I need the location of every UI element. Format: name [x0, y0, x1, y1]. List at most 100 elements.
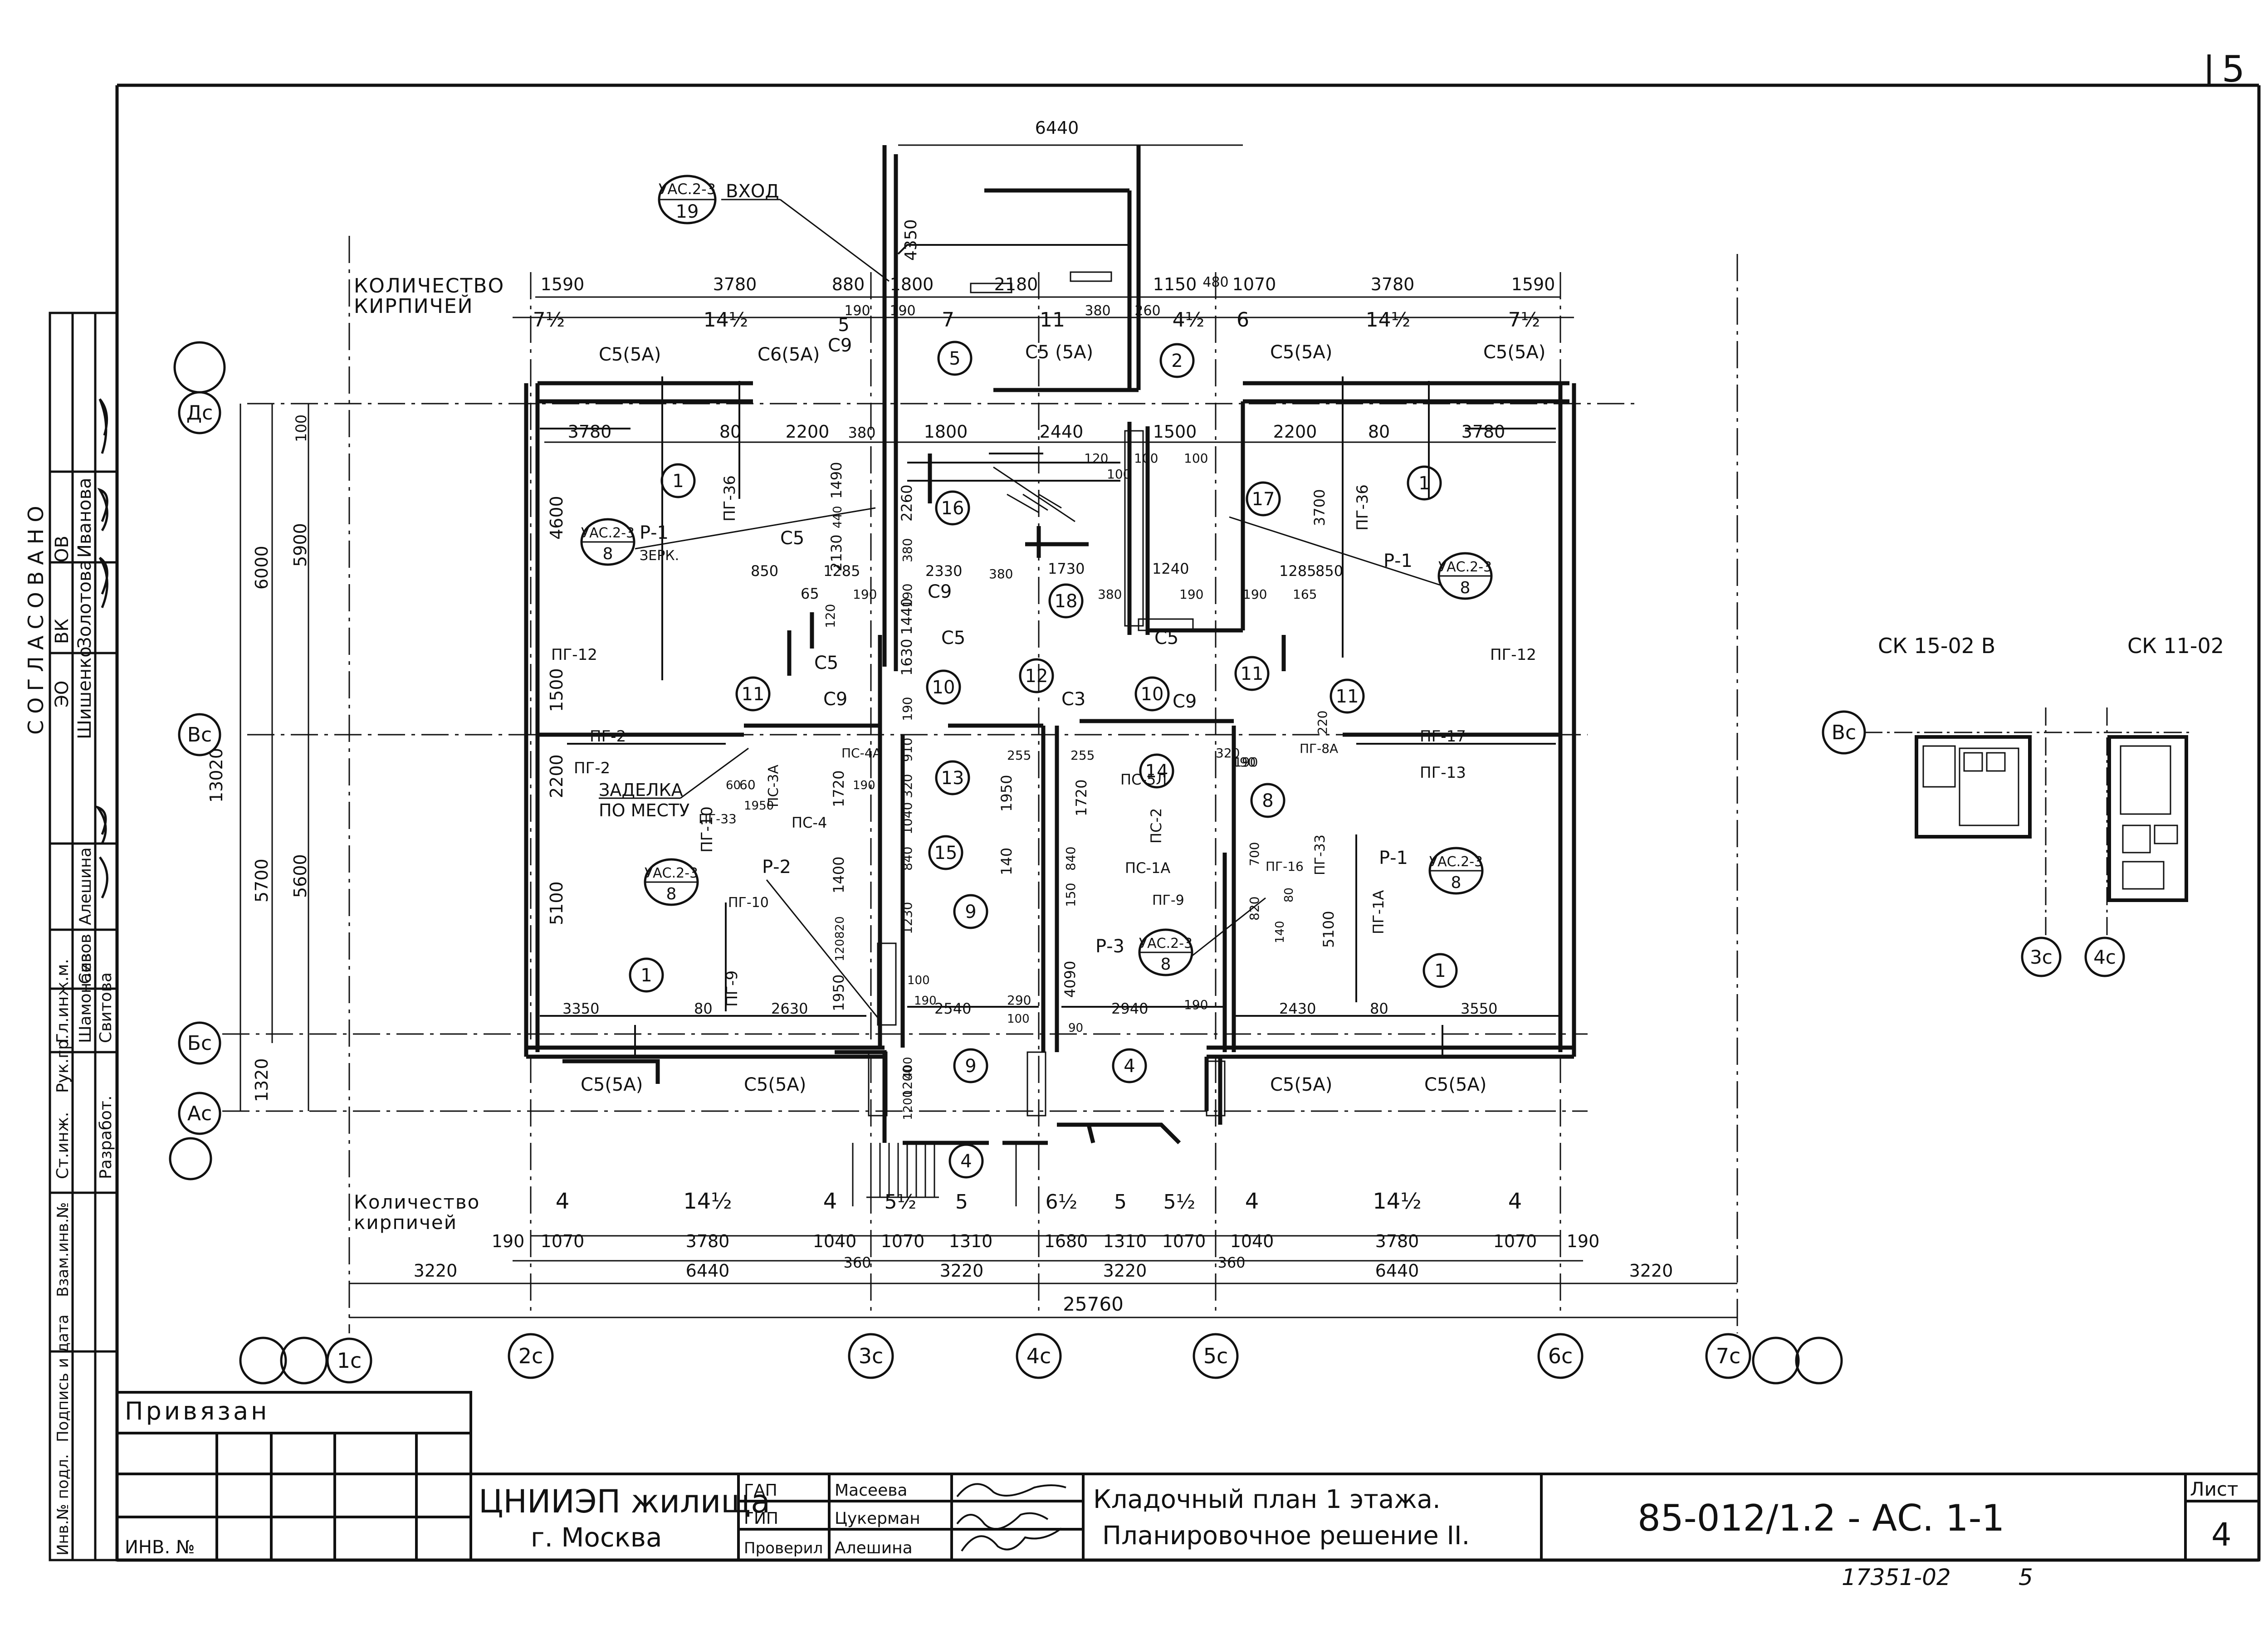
svg-text:С5(5А): С5(5А) [1483, 342, 1545, 363]
svg-text:2200: 2200 [1273, 422, 1317, 442]
svg-text:1590: 1590 [541, 274, 585, 294]
svg-text:260: 260 [1134, 303, 1160, 319]
svg-text:90: 90 [1068, 1021, 1083, 1035]
org-name: ЦНИИЭП жилища [479, 1483, 770, 1520]
approval-name-2: Золотова [74, 560, 95, 649]
svg-text:5: 5 [1114, 1190, 1127, 1214]
svg-text:ПГ-13: ПГ-13 [1420, 764, 1466, 782]
svg-text:190: 190 [492, 1231, 525, 1251]
svg-text:11: 11 [742, 684, 765, 705]
axis-row-A: Ас [187, 1102, 212, 1125]
svg-text:1070: 1070 [1232, 274, 1276, 294]
dim-stair-height: 4350 [902, 219, 920, 261]
svg-text:1680: 1680 [1044, 1231, 1088, 1251]
staff-name-3: Сизов [76, 934, 95, 984]
svg-text:ЗЕРК.: ЗЕРК. [640, 548, 679, 564]
svg-text:УАС.2-3: УАС.2-3 [659, 180, 716, 198]
svg-text:3780: 3780 [1375, 1231, 1419, 1251]
svg-text:2200: 2200 [547, 754, 567, 798]
svg-text:5900: 5900 [290, 523, 310, 567]
svg-text:5: 5 [955, 1190, 968, 1214]
svg-text:13020: 13020 [206, 748, 226, 803]
svg-text:190: 190 [844, 303, 870, 319]
top-dimension-text: 6440 4350 КОЛИЧЕСТВО КИРПИЧЕЙ 1590 3780 … [354, 118, 1555, 336]
svg-text:1200: 1200 [901, 1090, 915, 1120]
axis-col-1: 1с [337, 1348, 362, 1373]
svg-text:1500: 1500 [1153, 422, 1197, 442]
svg-text:10: 10 [932, 677, 955, 698]
name-gip: Цукерман [835, 1509, 920, 1528]
axis-col-2: 2с [518, 1344, 543, 1368]
svg-text:3220: 3220 [414, 1261, 458, 1281]
stamp-col-inv: Инв.№ подл. [54, 1454, 72, 1556]
svg-text:1490: 1490 [828, 462, 845, 499]
svg-text:12: 12 [1025, 666, 1048, 687]
svg-text:8: 8 [1262, 790, 1273, 811]
side-stamp [49, 312, 118, 1561]
svg-text:19: 19 [676, 201, 699, 222]
svg-text:1950: 1950 [830, 975, 847, 1011]
staff-role-3: Ст.инж. [54, 1112, 72, 1179]
svg-text:2130: 2130 [828, 535, 845, 571]
circle-marks: 1 1 1 1 2 4 4 5 9 9 10 10 11 11 11 11 12… [629, 341, 1458, 1179]
svg-text:С9: С9 [1173, 691, 1197, 712]
svg-text:ПС-4: ПС-4 [792, 814, 827, 831]
stair-treads [852, 466, 1075, 1206]
svg-text:1285: 1285 [823, 562, 860, 580]
svg-text:290: 290 [1007, 993, 1031, 1008]
insulation-blocks [868, 271, 1226, 1117]
svg-text:11: 11 [1040, 308, 1065, 332]
svg-text:190: 190 [900, 584, 915, 608]
svg-text:360: 360 [843, 1254, 871, 1271]
svg-text:440: 440 [831, 506, 845, 528]
svg-text:1: 1 [1418, 473, 1430, 494]
svg-text:С3: С3 [1061, 689, 1085, 710]
svg-text:С5(5А): С5(5А) [581, 1074, 643, 1095]
svg-text:100: 100 [1184, 451, 1208, 466]
svg-text:5100: 5100 [547, 881, 567, 925]
svg-text:6440: 6440 [1375, 1261, 1419, 1281]
svg-text:14½: 14½ [1373, 1189, 1422, 1214]
svg-text:4: 4 [1508, 1189, 1522, 1214]
partition-labels: ПГ-36 ПГ-12 ПГ-2 ПГ-2 ПГ-10 ПГ-33 ПГ-10 … [551, 475, 1536, 1007]
svg-text:400: 400 [901, 1057, 915, 1079]
svg-text:6440: 6440 [686, 1261, 730, 1281]
inner-dimension-values: 1490 440 2130 2260 850 1285 65 190 120 3… [562, 451, 1497, 1120]
svg-text:Р-2: Р-2 [762, 857, 791, 878]
bottom-dimensions: Количество кирпичей 4 14½ 4 5½ 5 6½ 5 5½… [354, 1189, 1673, 1315]
svg-text:4½: 4½ [1173, 308, 1205, 332]
svg-text:ПГ-16: ПГ-16 [1266, 859, 1304, 874]
svg-text:1320: 1320 [252, 1058, 272, 1102]
svg-text:190: 190 [900, 697, 915, 721]
svg-text:ПГ-36: ПГ-36 [1354, 484, 1372, 531]
svg-text:СК 15-02 В: СК 15-02 В [1878, 634, 1995, 658]
svg-text:165: 165 [1293, 587, 1317, 602]
axis-lines [222, 236, 1738, 1333]
svg-text:ПГ-2: ПГ-2 [590, 727, 626, 746]
svg-text:9: 9 [965, 902, 976, 922]
approval-dept-1: ОВ [52, 536, 73, 562]
svg-text:140: 140 [1273, 921, 1287, 943]
svg-text:1: 1 [640, 965, 652, 986]
side-stamp-text: СОГЛАСОВАНО ОВ ВК ЭО Иванова Золотова Ши… [24, 478, 115, 1556]
svg-text:8: 8 [666, 885, 677, 903]
svg-text:120: 120 [833, 939, 847, 961]
svg-text:ВХОД: ВХОД [726, 181, 779, 202]
dim-top-overall: 6440 [1035, 118, 1079, 138]
svg-text:3780: 3780 [1371, 274, 1415, 294]
svg-text:190: 190 [1243, 587, 1267, 602]
svg-text:С5 (5А): С5 (5А) [1025, 342, 1093, 363]
approval-dept-2: ВК [52, 619, 73, 644]
svg-text:Р-1: Р-1 [640, 522, 669, 543]
svg-text:80: 80 [1368, 422, 1390, 442]
svg-text:5: 5 [949, 348, 960, 369]
svg-text:1040: 1040 [1230, 1231, 1274, 1251]
svg-text:1400: 1400 [830, 857, 847, 893]
axis-row-V: Вс [187, 723, 212, 746]
svg-text:ПГ-9: ПГ-9 [723, 971, 741, 1007]
svg-text:ПГ-9: ПГ-9 [1152, 893, 1184, 908]
svg-text:840: 840 [900, 847, 915, 871]
svg-text:1310: 1310 [949, 1231, 993, 1251]
svg-text:1070: 1070 [541, 1231, 585, 1251]
svg-text:УАС.2-3: УАС.2-3 [1139, 936, 1193, 951]
